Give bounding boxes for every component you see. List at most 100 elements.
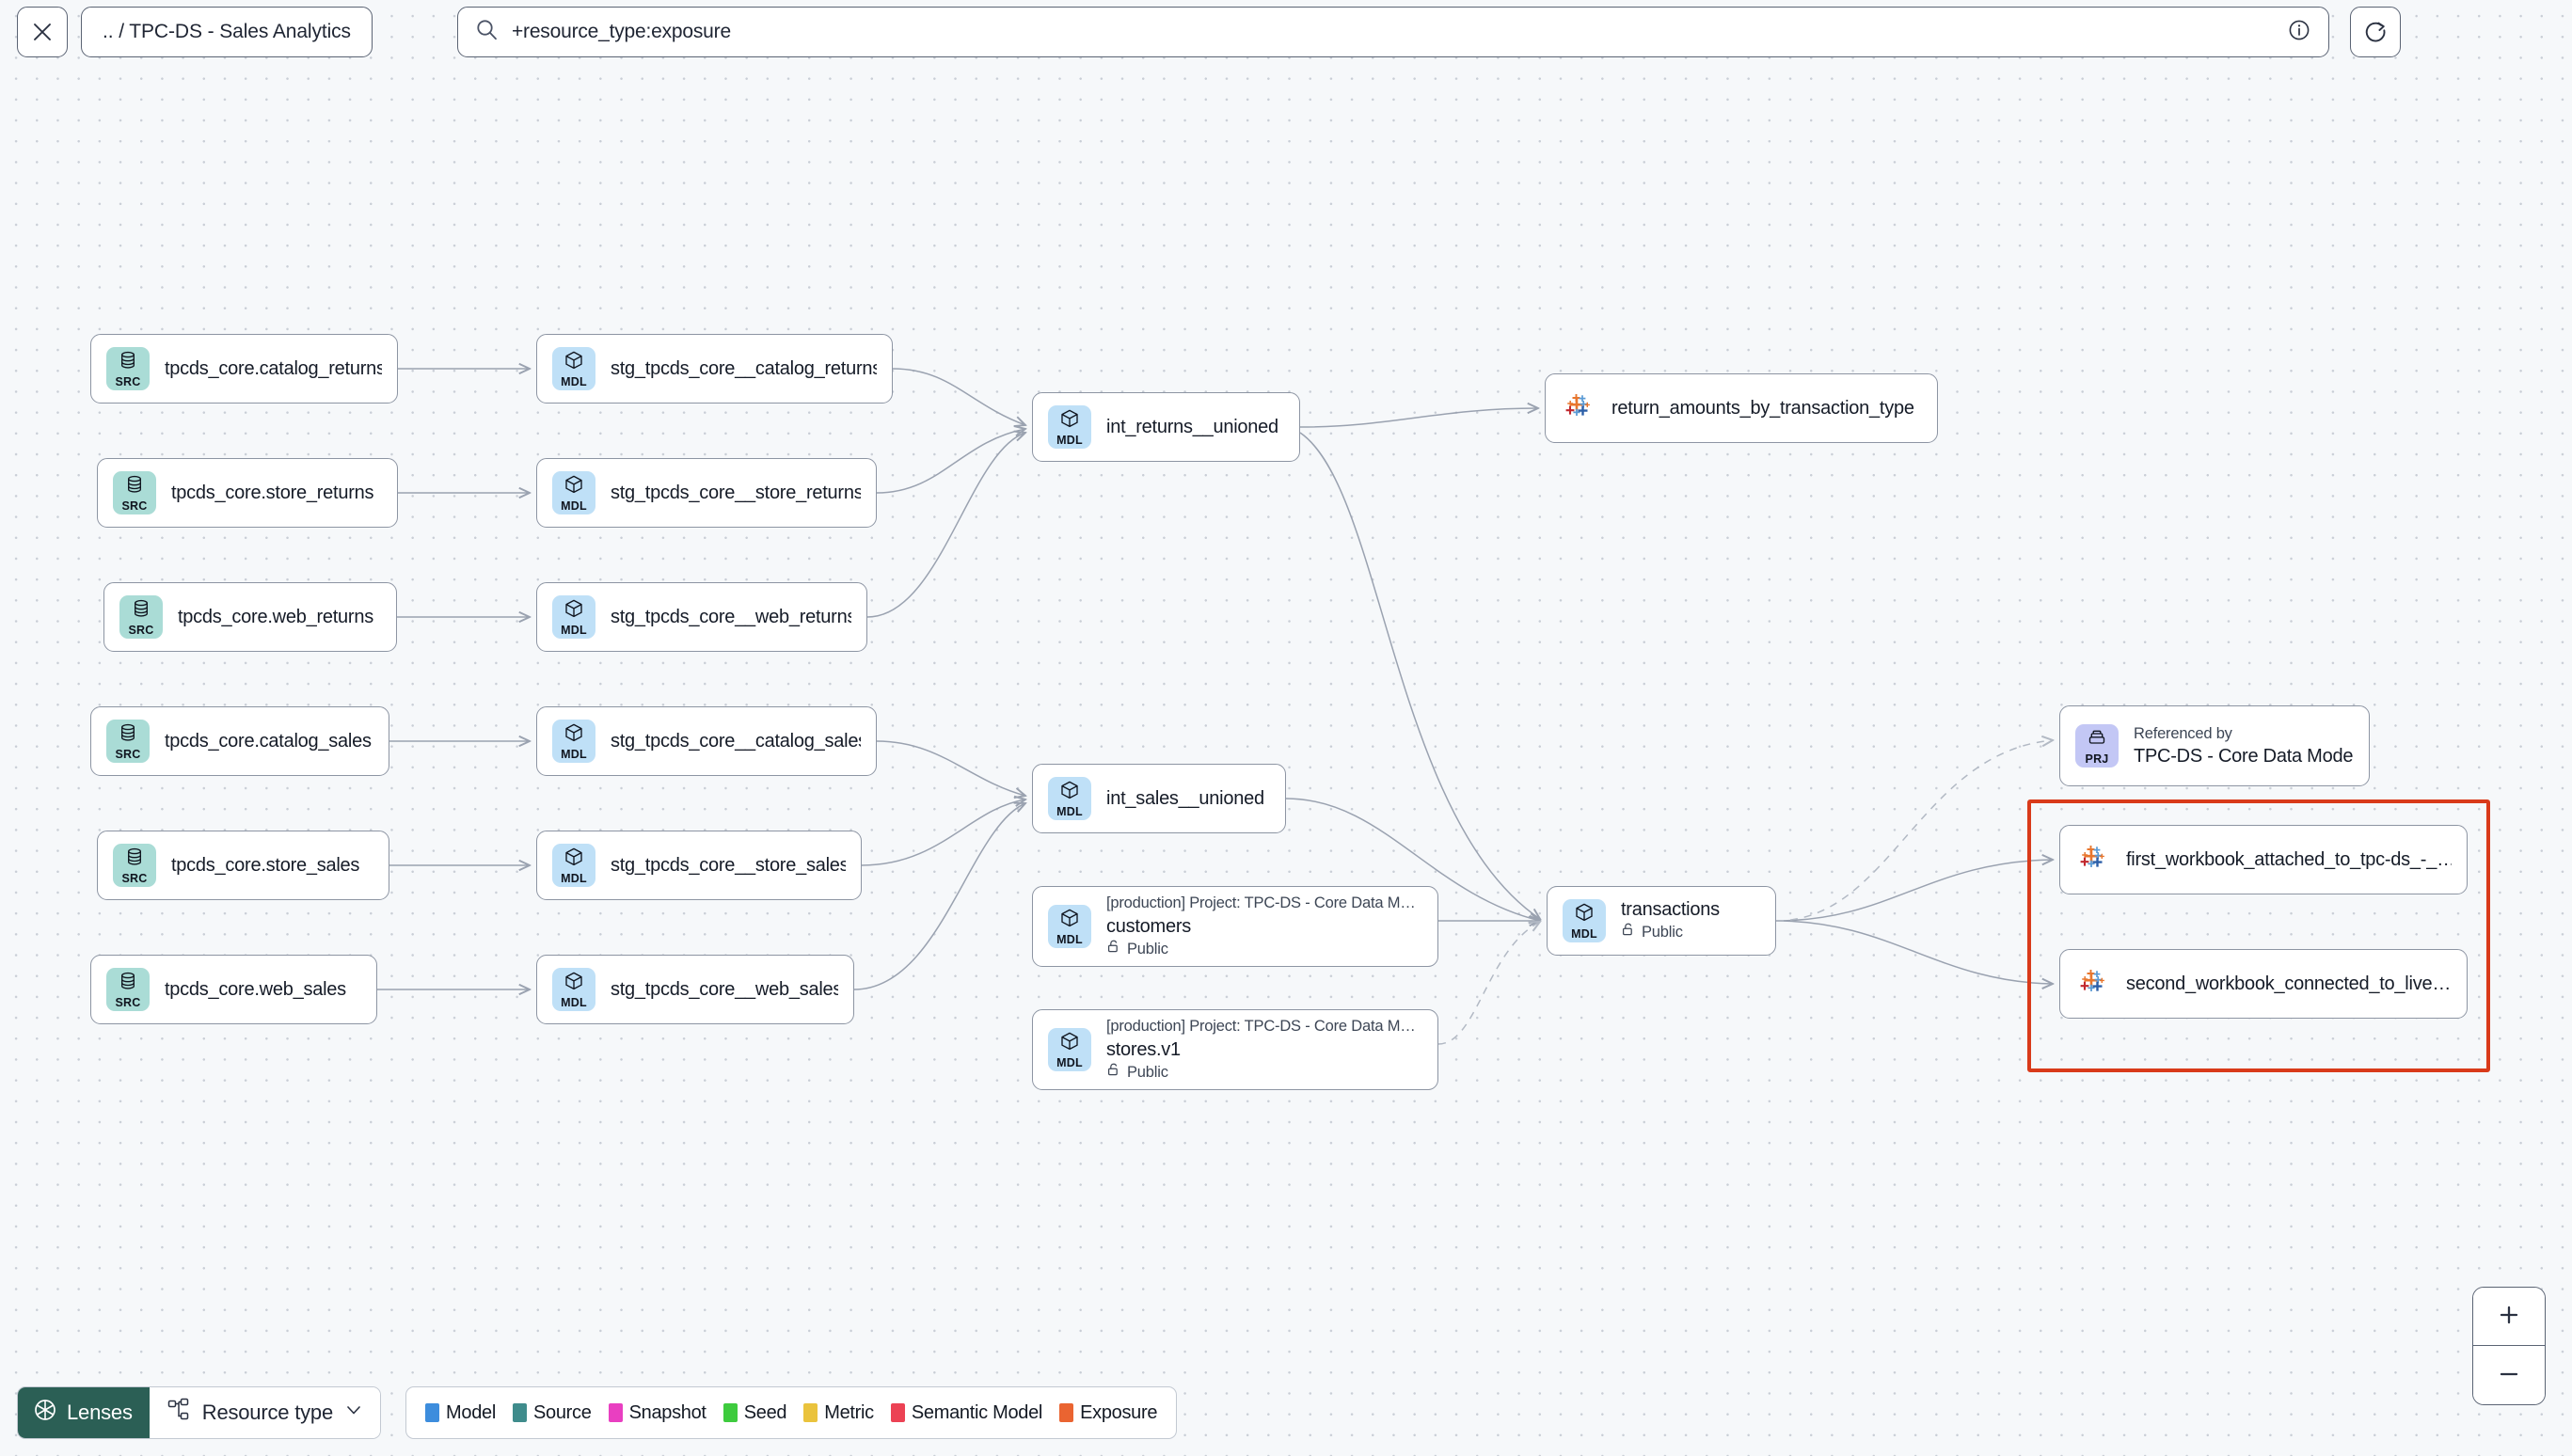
node-title: stg_tpcds_core__catalog_returns xyxy=(611,357,877,379)
node-subtitle-top: [production] Project: TPC-DS - Core Data… xyxy=(1106,1018,1422,1036)
node-title: stg_tpcds_core__web_returns xyxy=(611,606,851,627)
project-icon xyxy=(2087,727,2107,752)
node-labels: tpcds_core.catalog_sales xyxy=(165,730,372,753)
tableau-exposure-icon xyxy=(1563,392,1595,425)
graph-node-src-catalog-sales[interactable]: SRC tpcds_core.catalog_sales xyxy=(90,706,389,776)
node-labels: stg_tpcds_core__store_sales xyxy=(611,854,846,878)
node-type-badge-mdl: MDL xyxy=(552,968,595,1011)
node-labels: second_workbook_connected_to_live… xyxy=(2126,973,2451,996)
node-type-label: MDL xyxy=(561,623,587,637)
node-type-label: SRC xyxy=(115,747,141,761)
close-button[interactable] xyxy=(17,7,68,57)
resource-type-label: Resource type xyxy=(201,1401,334,1424)
legend-item-exposure[interactable]: Exposure xyxy=(1059,1402,1157,1424)
refresh-button[interactable] xyxy=(2349,7,2401,57)
search-icon xyxy=(475,18,499,46)
node-labels: [production] Project: TPC-DS - Core Data… xyxy=(1106,893,1422,959)
search-input[interactable] xyxy=(511,8,2278,56)
node-type-label: MDL xyxy=(1056,932,1083,946)
legend-label: Snapshot xyxy=(628,1401,707,1423)
cube-icon xyxy=(564,598,584,624)
database-icon xyxy=(118,722,138,748)
legend-swatch xyxy=(425,1403,440,1422)
cube-icon xyxy=(1059,780,1080,805)
node-type-badge-src: SRC xyxy=(113,844,156,887)
node-visibility: Public xyxy=(1106,939,1422,960)
cube-icon xyxy=(1059,908,1080,933)
lenses-button[interactable]: Lenses xyxy=(18,1387,150,1438)
graph-node-src-catalog-returns[interactable]: SRC tpcds_core.catalog_returns xyxy=(90,334,398,404)
node-labels: return_amounts_by_transaction_type xyxy=(1611,397,1914,420)
zoom-in-button[interactable] xyxy=(2473,1288,2545,1346)
resource-type-dropdown[interactable]: Resource type xyxy=(149,1387,381,1438)
node-title: transactions xyxy=(1621,898,1720,920)
node-title: tpcds_core.web_returns xyxy=(178,606,373,627)
breadcrumb[interactable]: .. / TPC-DS - Sales Analytics xyxy=(81,7,373,57)
cube-icon xyxy=(564,971,584,996)
legend-label: Metric xyxy=(824,1401,874,1423)
lenses-control[interactable]: Lenses Resource type xyxy=(17,1386,382,1439)
bottom-toolbar: Lenses Resource type Model Source Snapshot xyxy=(17,1386,1178,1439)
node-visibility-label: Public xyxy=(1642,923,1683,941)
legend-item-model[interactable]: Model xyxy=(425,1402,496,1424)
legend-item-source[interactable]: Source xyxy=(513,1402,592,1424)
node-type-badge-src: SRC xyxy=(106,720,150,763)
database-icon xyxy=(124,847,145,872)
close-icon xyxy=(30,20,55,44)
node-labels: [production] Project: TPC-DS - Core Data… xyxy=(1106,1016,1422,1083)
node-type-badge-src: SRC xyxy=(106,347,150,390)
graph-node-stg-web-returns[interactable]: MDL stg_tpcds_core__web_returns xyxy=(536,582,867,652)
node-type-badge-src: SRC xyxy=(106,968,150,1011)
node-title: stg_tpcds_core__store_returns xyxy=(611,482,861,503)
graph-node-stg-catalog-returns[interactable]: MDL stg_tpcds_core__catalog_returns xyxy=(536,334,893,404)
legend-item-semantic-model[interactable]: Semantic Model xyxy=(890,1402,1042,1424)
zoom-out-button[interactable] xyxy=(2473,1346,2545,1404)
graph-node-stg-store-returns[interactable]: MDL stg_tpcds_core__store_returns xyxy=(536,458,877,528)
graph-node-customers[interactable]: MDL [production] Project: TPC-DS - Core D… xyxy=(1032,886,1438,967)
legend-item-metric[interactable]: Metric xyxy=(803,1402,874,1424)
graph-node-return-amounts[interactable]: return_amounts_by_transaction_type xyxy=(1545,373,1938,443)
graph-node-stores-v1[interactable]: MDL[production] Project: TPC-DS - Core D… xyxy=(1032,1009,1438,1090)
legend-item-seed[interactable]: Seed xyxy=(722,1402,787,1424)
node-type-badge-mdl: MDL xyxy=(1048,777,1091,820)
node-title: tpcds_core.catalog_returns xyxy=(165,357,382,379)
node-type-label: MDL xyxy=(561,995,587,1009)
legend-swatch xyxy=(890,1403,905,1422)
chevron-down-icon xyxy=(344,1401,363,1425)
legend-item-snapshot[interactable]: Snapshot xyxy=(608,1401,707,1424)
node-type-badge-mdl: MDL xyxy=(552,471,595,514)
node-type-label: SRC xyxy=(121,871,148,885)
legend-swatch xyxy=(803,1403,818,1422)
database-icon xyxy=(124,474,145,499)
graph-node-src-web-sales[interactable]: SRC tpcds_core.web_sales xyxy=(90,955,377,1024)
graph-node-second-workbook[interactable]: second_workbook_connected_to_live… xyxy=(2059,949,2468,1019)
node-title: tpcds_core.web_sales xyxy=(165,978,346,1000)
hierarchy-icon xyxy=(167,1398,191,1428)
node-type-badge-prj: PRJ xyxy=(2075,724,2119,768)
legend-swatch xyxy=(608,1403,623,1422)
search-bar[interactable] xyxy=(456,7,2329,57)
node-labels: tpcds_core.web_returns xyxy=(178,606,373,629)
database-icon xyxy=(131,598,151,624)
node-labels: tpcds_core.catalog_returns xyxy=(165,357,382,381)
node-visibility: Public xyxy=(1621,922,1720,943)
legend-swatch xyxy=(1059,1403,1074,1422)
node-subtitle-top: Referenced by xyxy=(2134,724,2232,742)
info-circle-icon[interactable] xyxy=(2287,18,2311,47)
unlock-icon xyxy=(1621,922,1636,943)
database-icon xyxy=(118,971,138,996)
graph-node-first-workbook[interactable]: first_workbook_attached_to_tpc-ds_-_… xyxy=(2059,825,2468,894)
node-labels: stg_tpcds_core__web_returns xyxy=(611,606,851,629)
node-type-badge-mdl: MDL xyxy=(552,347,595,390)
